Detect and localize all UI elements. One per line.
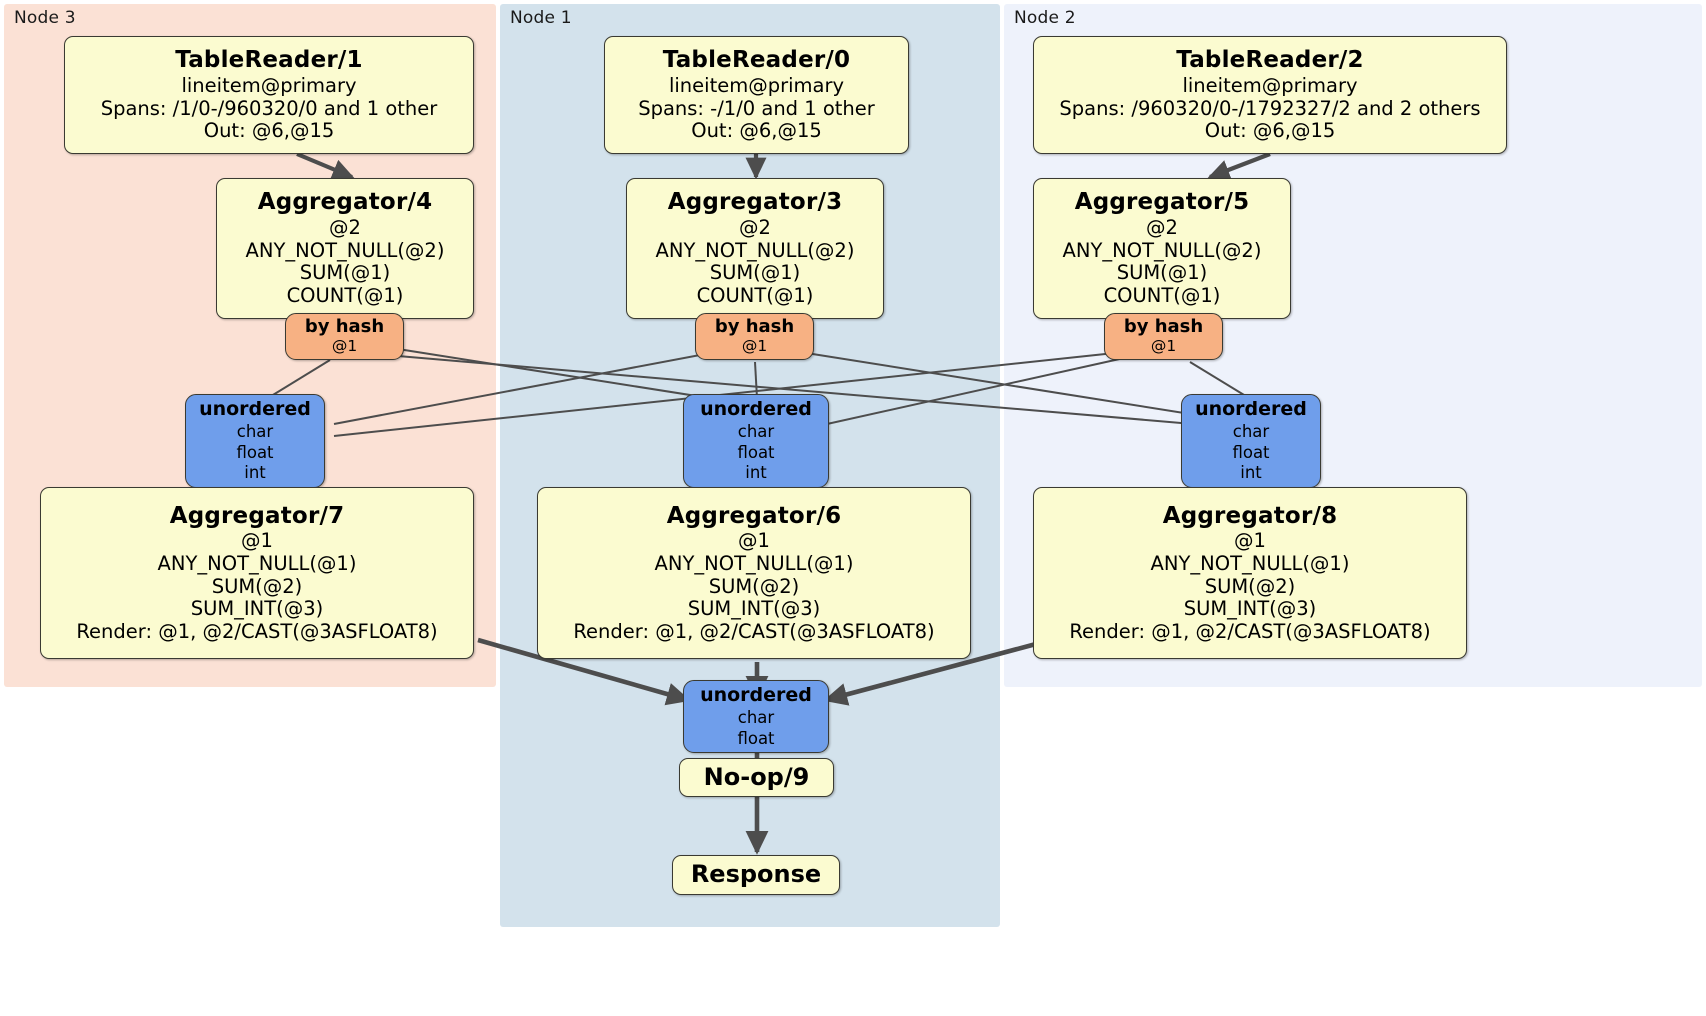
processor-line: @2 — [739, 216, 771, 240]
processor-line: Spans: -/1/0 and 1 other — [638, 96, 875, 120]
synchronizer-line: int — [1240, 463, 1262, 483]
processor-line: @1 — [1234, 529, 1266, 553]
processor-line: Out: @6,@15 — [691, 119, 822, 143]
processor-title: Aggregator/6 — [666, 502, 842, 529]
processor-title: Aggregator/7 — [169, 502, 345, 529]
synchronizer-line: char — [737, 707, 775, 727]
synchronizer-line: float — [1232, 442, 1270, 462]
synchronizer-title: unordered — [700, 397, 812, 420]
processor-tablereader0[interactable]: TableReader/0 lineitem@primary Spans: -/… — [604, 36, 909, 154]
processor-line: Out: @6,@15 — [203, 119, 335, 143]
processor-line: COUNT(@1) — [696, 283, 814, 307]
processor-aggregator3[interactable]: Aggregator/3 @2 ANY_NOT_NULL(@2) SUM(@1)… — [626, 178, 884, 319]
processor-line: SUM_INT(@3) — [687, 597, 821, 621]
processor-line: @2 — [329, 216, 361, 240]
processor-title: No-op/9 — [703, 762, 810, 791]
processor-line: ANY_NOT_NULL(@2) — [245, 238, 445, 262]
processor-line: ANY_NOT_NULL(@2) — [655, 238, 855, 262]
synchronizer-line: char — [236, 421, 274, 441]
processor-line: SUM_INT(@3) — [190, 597, 324, 621]
processor-aggregator4[interactable]: Aggregator/4 @2 ANY_NOT_NULL(@2) SUM(@1)… — [216, 178, 474, 319]
region-node2-label: Node 2 — [1014, 8, 1076, 28]
processor-line: Out: @6,@15 — [1204, 119, 1336, 143]
router-title: by hash — [304, 316, 385, 338]
synchronizer-title: unordered — [199, 397, 311, 420]
processor-response[interactable]: Response — [672, 855, 840, 895]
processor-line: SUM(@1) — [709, 261, 801, 285]
processor-title: Response — [690, 860, 822, 889]
processor-line: ANY_NOT_NULL(@2) — [1062, 238, 1262, 262]
processor-line: SUM(@2) — [1204, 574, 1296, 598]
processor-line: SUM_INT(@3) — [1183, 597, 1317, 621]
processor-title: Aggregator/4 — [257, 189, 433, 216]
processor-title: Aggregator/8 — [1162, 502, 1338, 529]
processor-tablereader1[interactable]: TableReader/1 lineitem@primary Spans: /1… — [64, 36, 474, 154]
processor-aggregator5[interactable]: Aggregator/5 @2 ANY_NOT_NULL(@2) SUM(@1)… — [1033, 178, 1291, 319]
processor-line: COUNT(@1) — [1103, 283, 1221, 307]
router-title: by hash — [714, 316, 795, 338]
processor-line: lineitem@primary — [181, 73, 357, 97]
processor-line: @1 — [738, 529, 770, 553]
synchronizer-line: float — [737, 442, 775, 462]
router-line: @1 — [331, 336, 358, 355]
processor-title: Aggregator/5 — [1074, 189, 1250, 216]
router-by-hash-left[interactable]: by hash @1 — [285, 313, 404, 360]
processor-line: Spans: /1/0-/960320/0 and 1 other — [100, 96, 438, 120]
processor-title: TableReader/1 — [175, 47, 363, 74]
processor-line: lineitem@primary — [1182, 73, 1358, 97]
synchronizer-unordered-center[interactable]: unordered char float int — [683, 394, 829, 488]
synchronizer-line: char — [1232, 421, 1270, 441]
region-node1-label: Node 1 — [510, 8, 572, 28]
processor-line: SUM(@1) — [299, 261, 391, 285]
synchronizer-line: int — [244, 463, 266, 483]
synchronizer-line: char — [737, 421, 775, 441]
processor-line: COUNT(@1) — [286, 283, 404, 307]
synchronizer-unordered-left[interactable]: unordered char float int — [185, 394, 325, 488]
synchronizer-title: unordered — [1195, 397, 1307, 420]
processor-line: Spans: /960320/0-/1792327/2 and 2 others — [1059, 96, 1481, 120]
router-title: by hash — [1123, 316, 1204, 338]
processor-line: ANY_NOT_NULL(@1) — [1150, 551, 1350, 575]
processor-line: SUM(@2) — [211, 574, 303, 598]
processor-line: Render: @1, @2/CAST(@3ASFLOAT8) — [1069, 619, 1431, 643]
region-node3-label: Node 3 — [14, 8, 76, 28]
processor-line: ANY_NOT_NULL(@1) — [157, 551, 357, 575]
processor-title: TableReader/2 — [1176, 47, 1364, 74]
router-by-hash-right[interactable]: by hash @1 — [1104, 313, 1223, 360]
processor-line: @2 — [1146, 216, 1178, 240]
router-line: @1 — [741, 336, 768, 355]
processor-noop9[interactable]: No-op/9 — [679, 758, 834, 797]
processor-aggregator6[interactable]: Aggregator/6 @1 ANY_NOT_NULL(@1) SUM(@2)… — [537, 487, 971, 659]
processor-tablereader2[interactable]: TableReader/2 lineitem@primary Spans: /9… — [1033, 36, 1507, 154]
processor-line: @1 — [241, 529, 273, 553]
processor-title: Aggregator/3 — [667, 189, 843, 216]
synchronizer-title: unordered — [700, 683, 812, 706]
synchronizer-unordered-final[interactable]: unordered char float — [683, 680, 829, 753]
processor-line: SUM(@1) — [1116, 261, 1208, 285]
processor-line: SUM(@2) — [708, 574, 800, 598]
processor-line: Render: @1, @2/CAST(@3ASFLOAT8) — [76, 619, 438, 643]
synchronizer-line: float — [737, 728, 775, 748]
processor-line: ANY_NOT_NULL(@1) — [654, 551, 854, 575]
processor-aggregator7[interactable]: Aggregator/7 @1 ANY_NOT_NULL(@1) SUM(@2)… — [40, 487, 474, 659]
synchronizer-line: int — [745, 463, 767, 483]
synchronizer-unordered-right[interactable]: unordered char float int — [1181, 394, 1321, 488]
processor-line: Render: @1, @2/CAST(@3ASFLOAT8) — [573, 619, 935, 643]
processor-title: TableReader/0 — [662, 47, 851, 74]
synchronizer-line: float — [236, 442, 274, 462]
processor-line: lineitem@primary — [668, 73, 845, 97]
router-line: @1 — [1150, 336, 1177, 355]
processor-aggregator8[interactable]: Aggregator/8 @1 ANY_NOT_NULL(@1) SUM(@2)… — [1033, 487, 1467, 659]
router-by-hash-center[interactable]: by hash @1 — [695, 313, 814, 360]
